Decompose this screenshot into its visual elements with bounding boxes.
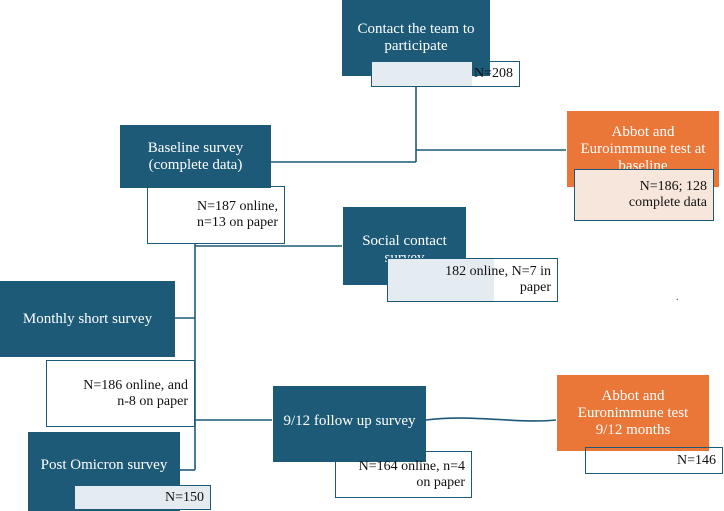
abbot-followup-count: N=146 [676, 452, 716, 468]
followup-title: 9/12 follow up survey [283, 413, 416, 429]
followup-count-box: N=164 online, n=4 on paper [335, 451, 472, 498]
abbot-baseline-count-box: N=186; 128 complete data [574, 169, 714, 221]
social-count-line2: paper [519, 280, 551, 295]
contact-title: Contact the team to participate [357, 21, 475, 54]
baseline-count-line1: N=187 online, [197, 199, 278, 214]
connector-abbot-followup [425, 417, 557, 422]
omicron-count: N=150 [164, 489, 204, 505]
abbot-baseline-count-line2: complete data [628, 195, 707, 210]
omicron-title: Post Omicron survey [40, 457, 168, 473]
followup-count-line2: on paper [416, 474, 465, 490]
monthly-count-box: N=186 online, and n-8 on paper [46, 360, 195, 427]
abbot-followup-count-box: N=146 [585, 447, 723, 474]
baseline-box: Baseline survey (complete data) [120, 125, 271, 188]
baseline-title: Baseline survey (complete data) [147, 139, 244, 173]
omicron-count-box: N=150 [74, 485, 211, 510]
monthly-count-line2: n-8 on paper [117, 393, 188, 409]
contact-count-box: N=208 [371, 61, 520, 87]
abbot-baseline-count-line1: N=186; 128 [639, 179, 707, 194]
baseline-count-box: N=187 online, n=13 on paper [147, 186, 285, 244]
stray-dot: . [676, 292, 679, 303]
followup-box: 9/12 follow up survey [273, 386, 426, 462]
social-count-line1: 182 online, N=7 in [445, 264, 551, 279]
social-count-box: 182 online, N=7 in paper [387, 258, 558, 302]
monthly-title: Monthly short survey [22, 310, 153, 327]
abbot-followup-box: Abbot and Euronimmune test 9/12 months [557, 375, 709, 451]
baseline-count-line2: n=13 on paper [197, 215, 278, 230]
contact-count: N=208 [473, 66, 513, 81]
abbot-followup-title: Abbot and Euronimmune test 9/12 months [577, 387, 689, 438]
monthly-box: Monthly short survey [0, 281, 175, 357]
abbot-baseline-title: Abbot and Euroinmmune test at baseline [580, 123, 706, 174]
followup-count-line1: N=164 online, n=4 [358, 458, 465, 474]
monthly-count-line1: N=186 online, and [83, 377, 188, 393]
